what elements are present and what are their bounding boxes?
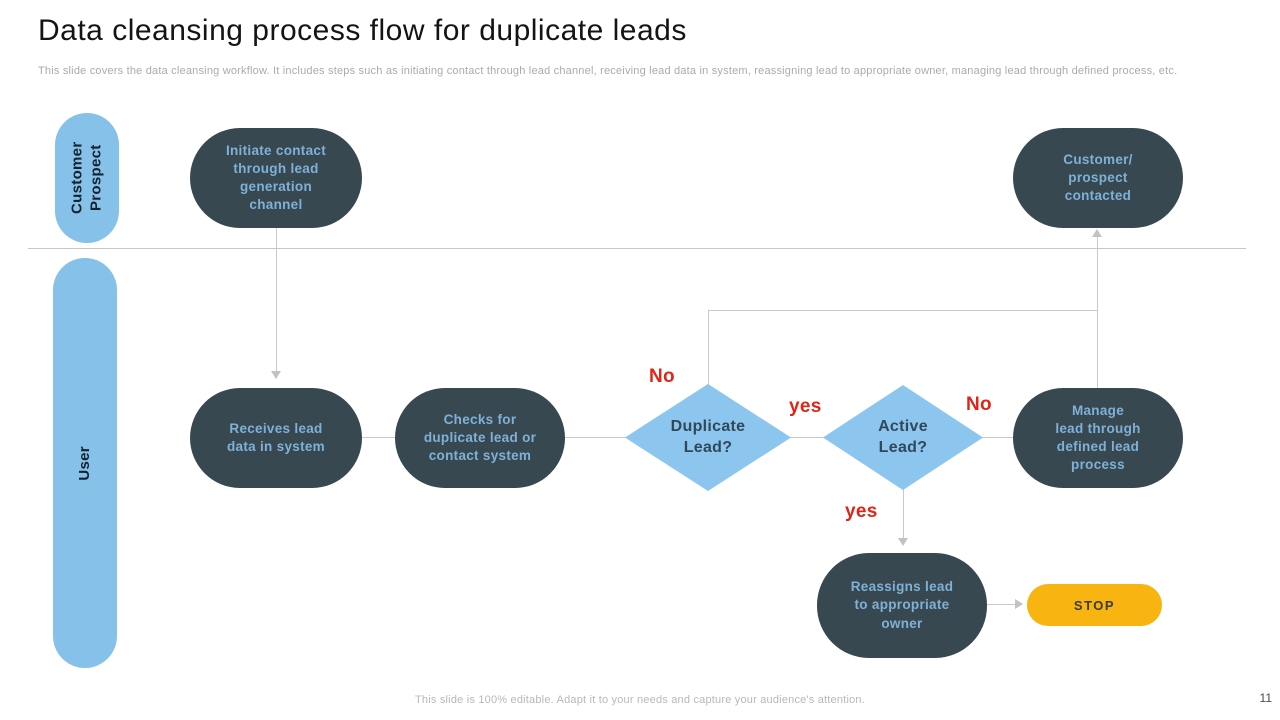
connector-initiate-to-receives [276,228,277,373]
page-number: 11 [1259,691,1272,705]
node-initiate-contact: Initiate contact through lead generation… [190,128,362,228]
connector-duplicate-yes-to-active [790,437,824,438]
arrowhead-right-stop [1015,599,1023,609]
node-manage-lead: Manage lead through defined lead process [1013,388,1183,488]
branch-label-active-yes: yes [845,501,878,522]
connector-duplicate-no-across [708,310,1098,311]
connector-checks-to-duplicate [564,437,626,438]
node-stop: STOP [1027,584,1162,626]
node-reassigns-lead: Reassigns lead to appropriate owner [817,553,987,658]
connector-active-no-to-manage [982,437,1014,438]
connector-duplicate-no-up [708,310,709,385]
arrowhead-down-receives [271,371,281,379]
node-receives-lead-data: Receives lead data in system [190,388,362,488]
node-checks-duplicate: Checks for duplicate lead or contact sys… [395,388,565,488]
decision-active-lead: Active Lead? [823,385,983,490]
lane-customer-prospect: Customer Prospect [55,113,119,243]
lane-customer-prospect-label: Customer Prospect [68,141,105,215]
swimlane-divider [28,248,1246,249]
node-customer-prospect-contacted: Customer/ prospect contacted [1013,128,1183,228]
branch-label-duplicate-no: No [649,366,675,387]
branch-label-active-no: No [966,394,992,415]
connector-active-yes-down [903,489,904,539]
slide-description: This slide covers the data cleansing wor… [38,65,1178,77]
connector-reassigns-to-stop [986,604,1016,605]
page-title: Data cleansing process flow for duplicat… [38,14,687,47]
footer-note: This slide is 100% editable. Adapt it to… [415,694,865,706]
arrowhead-down-reassigns [898,538,908,546]
lane-user-label: User [75,445,93,481]
lane-user: User [53,258,117,668]
connector-manage-to-contacted [1097,237,1098,388]
branch-label-duplicate-yes: yes [789,396,822,417]
connector-receives-to-checks [361,437,397,438]
decision-duplicate-lead: Duplicate Lead? [625,384,791,491]
arrowhead-up-contacted [1092,229,1102,237]
